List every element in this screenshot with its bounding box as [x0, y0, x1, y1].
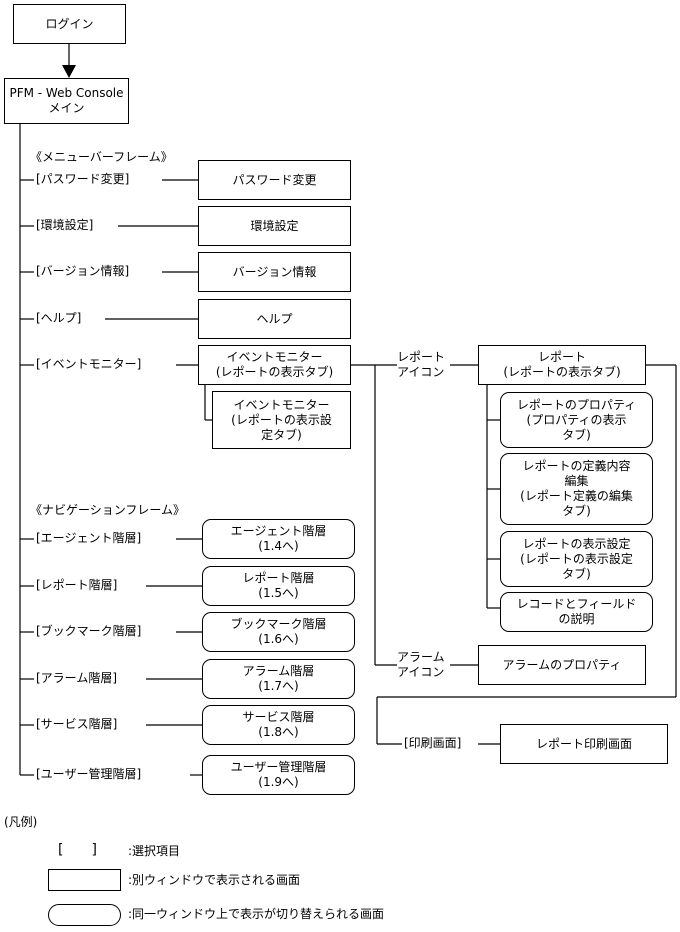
service-hierarchy-screen: サービス階層 (1.8へ) — [202, 705, 355, 745]
password-change-window: パスワード変更 — [198, 160, 351, 200]
alarm-icon-label: アラーム アイコン — [397, 650, 445, 679]
event-monitor-window: イベントモニター (レポートの表示タブ) — [198, 345, 351, 385]
nav-item-alarm-label: [アラーム階層] — [36, 671, 118, 685]
nav-item-service-label: [サービス階層] — [36, 717, 118, 731]
arrow-head-icon — [62, 65, 76, 78]
report-definition-edit-screen: レポートの定義内容 編集 (レポート定義の編集 タブ) — [500, 453, 653, 525]
alarm-hierarchy-screen: アラーム階層 (1.7へ) — [202, 659, 355, 699]
menu-item-settings-label: [環境設定] — [36, 218, 94, 232]
menu-item-password-label: [パスワード変更] — [36, 172, 130, 186]
legend-bracket-symbol: [ ] — [58, 842, 97, 858]
nav-item-bookmark-label: [ブックマーク階層] — [36, 624, 142, 638]
login-window: ログイン — [13, 4, 126, 44]
bookmark-hierarchy-screen: ブックマーク階層 (1.6へ) — [202, 612, 355, 652]
report-properties-screen: レポートのプロパティ (プロパティの表示 タブ) — [500, 392, 653, 448]
record-field-description-screen: レコードとフィールド の説明 — [500, 592, 653, 632]
legend-round-desc: :同一ウィンドウ上で表示が切り替えられる画面 — [128, 907, 385, 921]
nav-heading: 《ナビゲーションフレーム》 — [30, 503, 186, 517]
legend-rect-symbol — [48, 869, 121, 891]
settings-window: 環境設定 — [198, 206, 351, 246]
menubar-heading: 《メニューバーフレーム》 — [30, 150, 173, 164]
legend-bracket-desc: :選択項目 — [128, 844, 181, 858]
nav-item-agent-label: [エージェント階層] — [36, 531, 142, 545]
agent-hierarchy-screen: エージェント階層 (1.4へ) — [202, 519, 355, 559]
user-admin-hierarchy-screen: ユーザー管理階層 (1.9へ) — [202, 755, 355, 795]
event-monitor-settings-window: イベントモニター (レポートの表示設 定タブ) — [212, 391, 351, 449]
report-print-window: レポート印刷画面 — [500, 724, 668, 764]
report-display-settings-screen: レポートの表示設定 (レポートの表示設定 タブ) — [500, 531, 653, 587]
help-window: ヘルプ — [198, 299, 351, 339]
nav-item-report-label: [レポート階層] — [36, 578, 118, 592]
report-icon-label: レポート アイコン — [397, 350, 446, 379]
nav-item-user-admin-label: [ユーザー管理階層] — [36, 767, 142, 781]
alarm-properties-window: アラームのプロパティ — [478, 645, 646, 685]
report-hierarchy-screen: レポート階層 (1.5へ) — [202, 566, 355, 606]
print-screen-label: [印刷画面] — [404, 736, 462, 750]
legend-round-symbol — [48, 904, 121, 926]
report-window: レポート (レポートの表示タブ) — [478, 345, 646, 385]
menu-item-help-label: [ヘルプ] — [36, 311, 82, 325]
legend-title: (凡例) — [4, 815, 38, 829]
version-window: バージョン情報 — [198, 252, 351, 292]
legend-rect-desc: :別ウィンドウで表示される画面 — [128, 873, 301, 887]
menu-item-version-label: [バージョン情報] — [36, 264, 130, 278]
menu-item-event-monitor-label: [イベントモニター] — [36, 357, 142, 371]
main-window: PFM - Web Console メイン — [4, 78, 129, 124]
